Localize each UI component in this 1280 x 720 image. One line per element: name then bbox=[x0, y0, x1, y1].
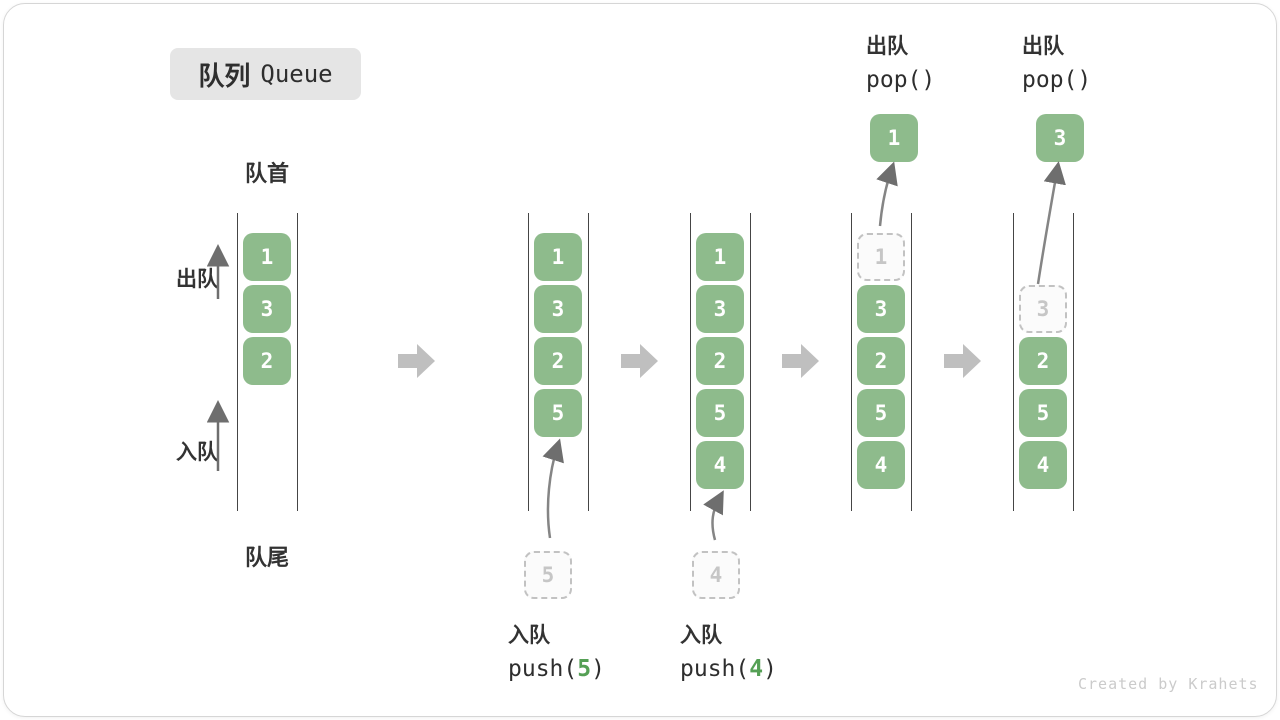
queue-item: 2 bbox=[857, 337, 905, 385]
queue-item: 2 bbox=[243, 337, 291, 385]
code-text: push( bbox=[680, 656, 750, 682]
queue-item: 1 bbox=[534, 233, 582, 281]
code-text: ) bbox=[591, 656, 605, 682]
queue-item: 3 bbox=[696, 285, 744, 333]
queue-item: 3 bbox=[534, 285, 582, 333]
watermark: Created by Krahets bbox=[1078, 675, 1259, 693]
queue-item: 1 bbox=[243, 233, 291, 281]
staged-item-5: 5 bbox=[524, 551, 572, 599]
queue-item: 2 bbox=[534, 337, 582, 385]
title-en: Queue bbox=[260, 60, 333, 88]
queue-item: 3 bbox=[243, 285, 291, 333]
enqueue-op-label-1: 入队 bbox=[508, 624, 550, 647]
dequeue-op-code-2: pop() bbox=[1022, 67, 1092, 93]
queue-item: 4 bbox=[1019, 441, 1067, 489]
title-zh: 队列 bbox=[198, 60, 251, 91]
code-arg: 5 bbox=[577, 656, 592, 682]
enqueue-op-code-2: push(4) bbox=[680, 656, 777, 682]
dequeue-op-label-1: 出队 bbox=[866, 35, 908, 58]
queue-item: 1 bbox=[696, 233, 744, 281]
queue-item: 4 bbox=[857, 441, 905, 489]
queue-item: 2 bbox=[1019, 337, 1067, 385]
queue-item: 5 bbox=[1019, 389, 1067, 437]
queue-item: 5 bbox=[696, 389, 744, 437]
queue-item: 2 bbox=[696, 337, 744, 385]
code-text: push( bbox=[508, 656, 578, 682]
queue-item: 4 bbox=[696, 441, 744, 489]
queue-item: 5 bbox=[534, 389, 582, 437]
queue-item-dashed: 3 bbox=[1019, 285, 1067, 333]
popped-item-3: 3 bbox=[1036, 114, 1084, 162]
queue-item: 3 bbox=[857, 285, 905, 333]
staged-item-4: 4 bbox=[692, 551, 740, 599]
queue-item-dashed: 1 bbox=[857, 233, 905, 281]
enqueue-op-code-1: push(5) bbox=[508, 656, 605, 682]
code-arg: 4 bbox=[749, 656, 764, 682]
queue-item: 5 bbox=[857, 389, 905, 437]
dequeue-op-code-1: pop() bbox=[866, 67, 936, 93]
title-badge: 队列 Queue bbox=[170, 48, 361, 100]
code-text: ) bbox=[763, 656, 777, 682]
diagram-frame bbox=[3, 3, 1277, 717]
dequeue-op-label-2: 出队 bbox=[1022, 35, 1064, 58]
popped-item-1: 1 bbox=[870, 114, 918, 162]
enqueue-op-label-2: 入队 bbox=[680, 624, 722, 647]
dequeue-label: 出队 bbox=[176, 268, 218, 291]
queue-tail-label: 队尾 bbox=[244, 545, 289, 570]
queue-head-label: 队首 bbox=[244, 161, 289, 186]
enqueue-label: 入队 bbox=[176, 441, 218, 464]
